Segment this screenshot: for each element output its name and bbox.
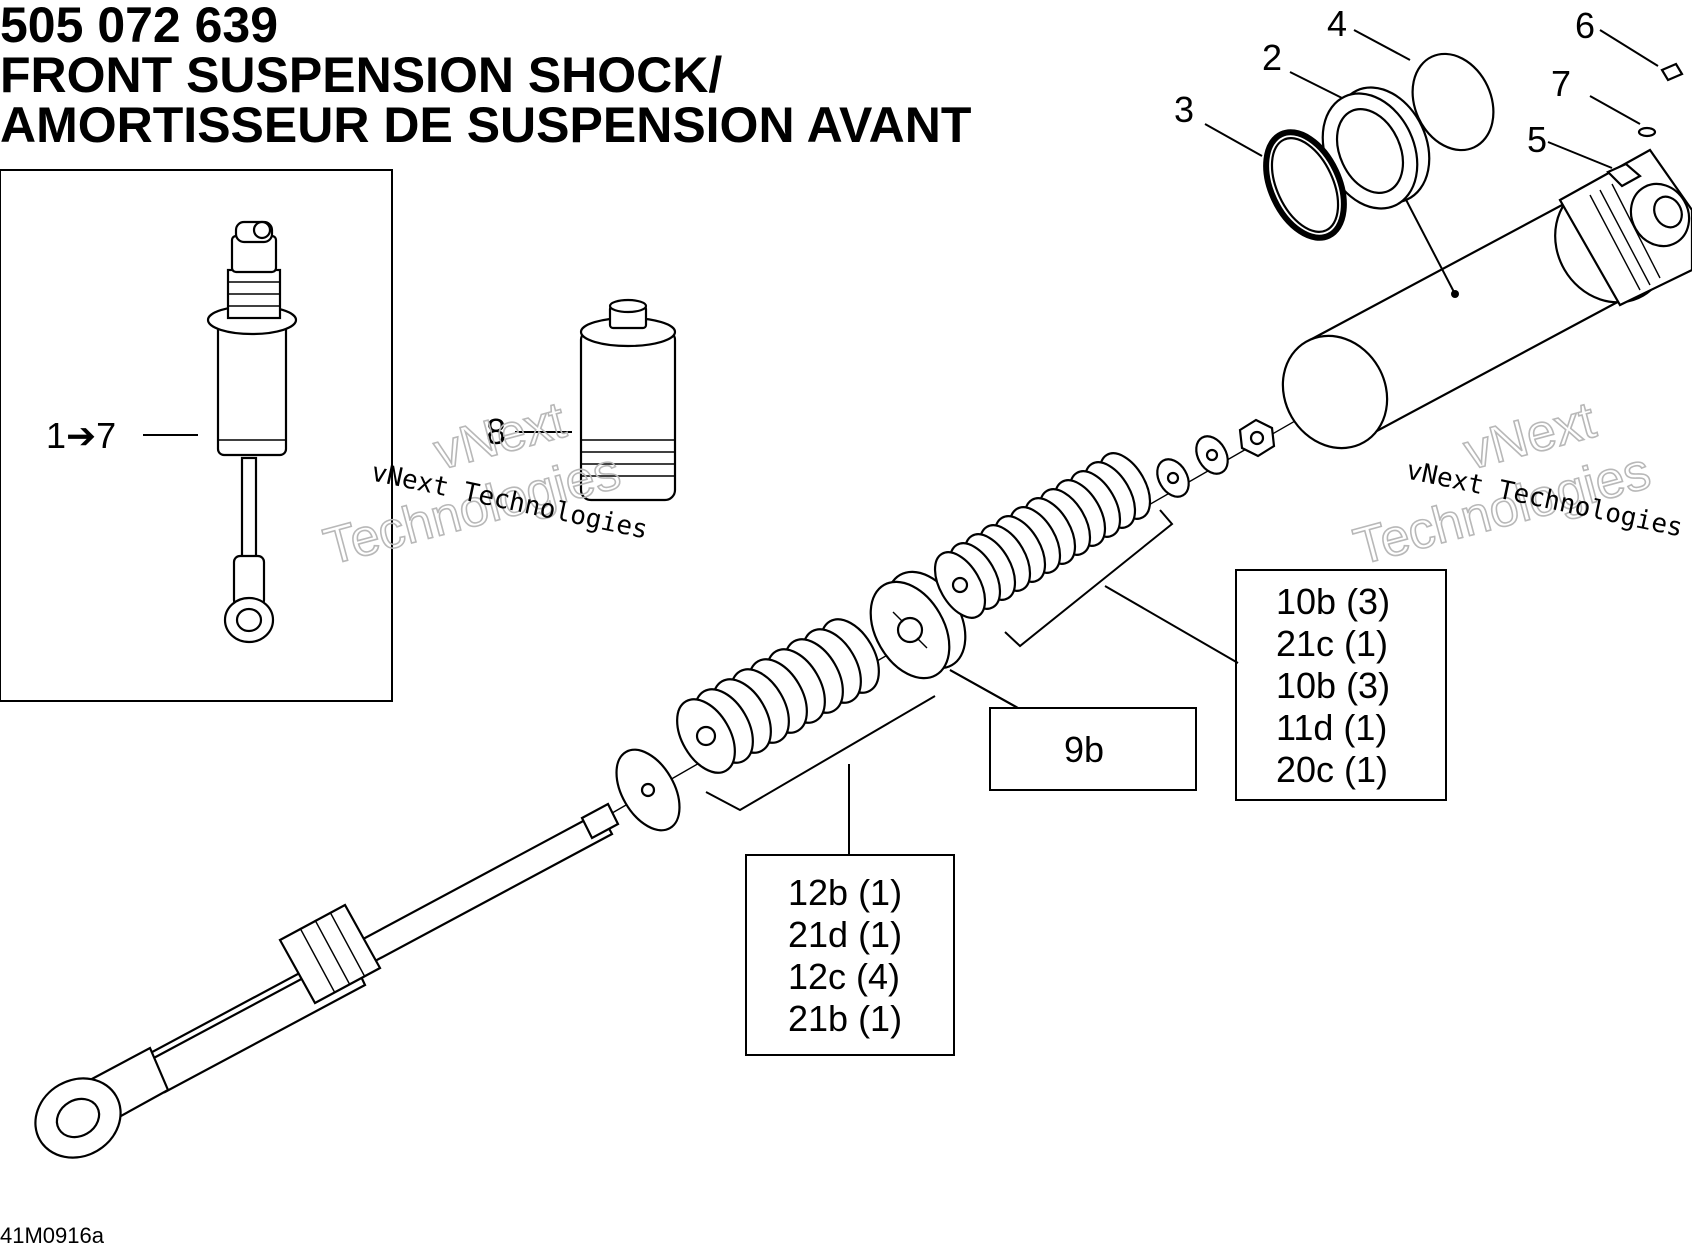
callout-1-7: 1➔7 (46, 415, 116, 456)
washer-lower (615, 748, 681, 832)
o-ring-part-3 (1204, 123, 1347, 241)
disc-part-4 (1353, 29, 1495, 152)
box-12-line-1: 12b (1) (788, 872, 902, 913)
box-10-line-4: 11d (1) (1276, 707, 1387, 748)
box-10-line-5: 20c (1) (1276, 749, 1388, 790)
callout-5: 5 (1527, 119, 1547, 160)
box-10-line-1: 10b (3) (1276, 581, 1390, 622)
callout-8: 8 (486, 411, 506, 452)
callout-7: 7 (1551, 63, 1571, 104)
callout-4: 4 (1327, 3, 1347, 44)
box-9b-label: 9b (1064, 729, 1104, 770)
bolt-part-6 (1599, 29, 1684, 82)
title-french: AMORTISSEUR DE SUSPENSION AVANT (0, 97, 971, 153)
watermark-right: vNext Technologies vNext Technologies (1347, 390, 1685, 577)
box-10-line-3: 10b (3) (1276, 665, 1390, 706)
washer-part-7 (1589, 95, 1657, 138)
seal-part-2 (1289, 71, 1431, 210)
box-10-line-2: 21c (1) (1276, 623, 1388, 664)
oil-bottle (515, 298, 677, 502)
box-12-line-3: 12c (4) (788, 956, 900, 997)
washers-and-nut (1156, 418, 1276, 498)
box-12-line-2: 21d (1) (788, 914, 902, 955)
shim-stack-rebound (933, 452, 1239, 664)
assembly-inset (0, 169, 393, 702)
figure-code: 41M0916a (0, 1223, 105, 1246)
shim-stack-compression (676, 618, 936, 855)
piston (869, 570, 1019, 709)
part-number: 505 072 639 (0, 0, 278, 53)
box-12: 12b (1) 21d (1) 12c (4) 21b (1) (745, 854, 955, 1056)
box-9b: 9b (949, 669, 1197, 791)
box-12-line-4: 21b (1) (788, 998, 902, 1039)
callout-6: 6 (1575, 5, 1595, 46)
shaft-assembly (34, 802, 620, 1159)
leader-part-5 (1547, 141, 1613, 169)
callout-2: 2 (1262, 37, 1282, 78)
box-10: 10b (3) 21c (1) 10b (3) 11d (1) 20c (1) (1235, 569, 1447, 801)
callout-3: 3 (1174, 89, 1194, 130)
shock-body (1281, 148, 1692, 450)
title-english: FRONT SUSPENSION SHOCK/ (0, 47, 722, 103)
